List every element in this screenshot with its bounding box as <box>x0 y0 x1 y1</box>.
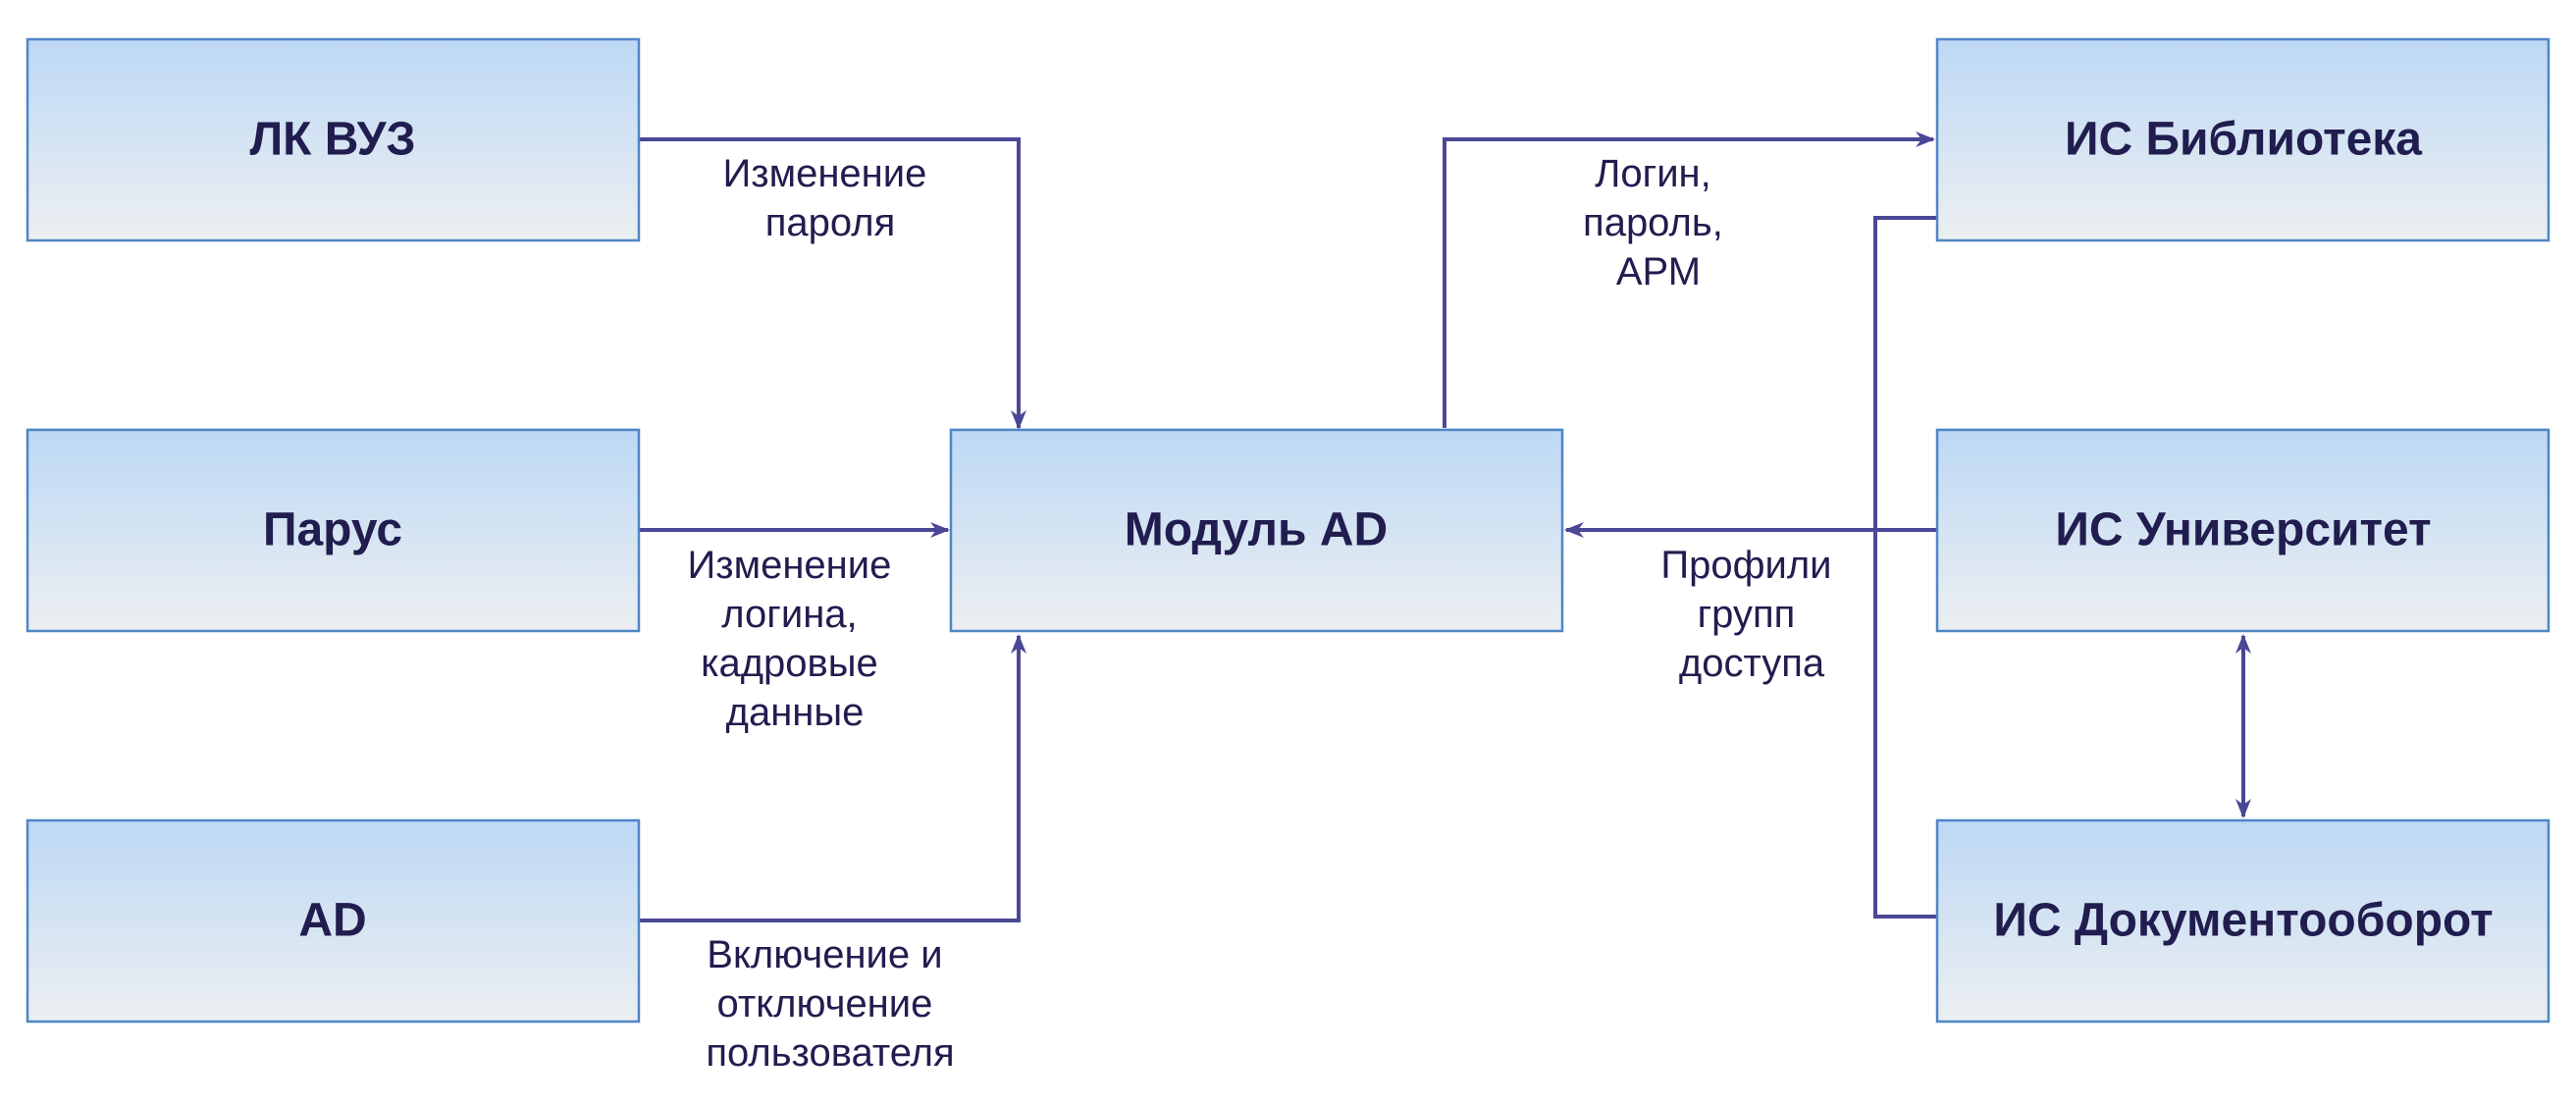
edge-label-line: отключение <box>717 982 933 1025</box>
node-label: ИС Библиотека <box>2065 114 2422 166</box>
node-box <box>1935 428 2550 633</box>
node-label: AD <box>298 895 366 947</box>
node-module-ad: Модуль AD <box>949 428 1564 633</box>
edge-label-line: пользователя <box>706 1031 954 1075</box>
edge-label-line: Изменение <box>688 544 892 587</box>
node-label: Модуль AD <box>1125 504 1388 556</box>
edge-label-user-toggle: Включение и отключение пользователя <box>706 933 954 1075</box>
edge-label-line: данные <box>726 691 865 734</box>
connector-lk-vuz-to-module <box>639 137 1026 430</box>
edge-label-line: Изменение <box>723 152 927 195</box>
node-is-docflow: ИС Документооборот <box>1935 818 2550 1024</box>
edge-label-line: кадровые <box>701 642 878 685</box>
node-lk-vuz: ЛК ВУЗ <box>26 37 641 242</box>
node-label: ИС Документооборот <box>1993 895 2493 947</box>
edge-label-line: Включение и <box>707 933 942 976</box>
connector-module-to-library <box>1443 131 1935 428</box>
edge-label-line: Логин, <box>1595 152 1711 195</box>
connectors <box>639 131 2251 922</box>
edge-label-line: логина, <box>721 593 857 636</box>
edge-label-password-change: Изменение пароля <box>723 152 938 244</box>
node-is-university: ИС Университет <box>1935 428 2550 633</box>
connector-library-docflow-bracket <box>1873 216 1937 919</box>
node-label: ИС Университет <box>2055 504 2431 556</box>
node-box <box>949 428 1564 633</box>
node-label: ЛК ВУЗ <box>249 114 415 166</box>
edge-label-line: пароль, <box>1583 201 1723 244</box>
edge-label-login-password-arm: Логин, пароль, АРМ <box>1583 152 1734 293</box>
node-ad: AD <box>26 818 641 1024</box>
edge-label-login-change: Изменение логина, кадровые данные <box>688 544 903 734</box>
edge-label-line: пароля <box>765 201 896 244</box>
node-is-library: ИС Библиотека <box>1935 37 2550 242</box>
edge-label-line: групп <box>1698 593 1796 636</box>
node-label: Парус <box>263 504 402 556</box>
node-box <box>26 428 641 633</box>
node-box <box>1935 818 2550 1024</box>
edge-label-access-profiles: Профили групп доступа <box>1660 544 1842 685</box>
connector-ad-to-module <box>639 634 1026 922</box>
edge-label-line: Профили <box>1660 544 1831 587</box>
node-box <box>26 818 641 1024</box>
node-box <box>26 37 641 242</box>
node-box <box>1935 37 2550 242</box>
edge-label-line: АРМ <box>1616 250 1701 293</box>
node-parus: Парус <box>26 428 641 633</box>
edge-label-line: доступа <box>1679 642 1825 685</box>
